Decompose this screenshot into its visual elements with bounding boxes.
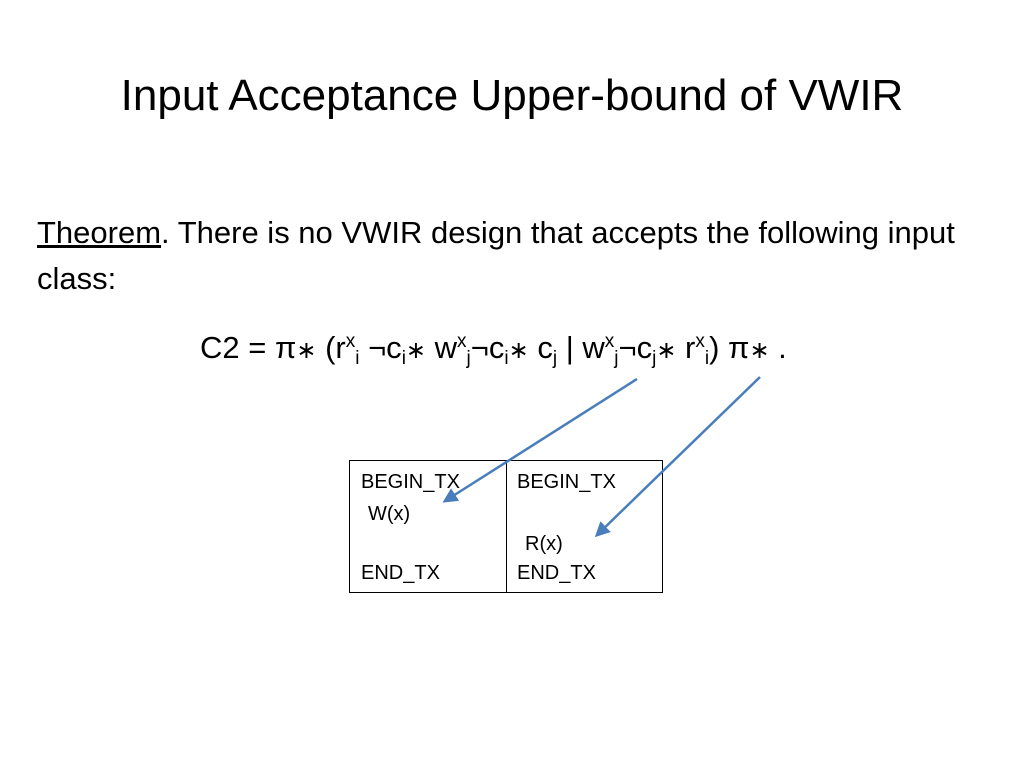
formula-bar: | w (557, 330, 605, 365)
transaction-column-read: BEGIN_TX R(x) END_TX (506, 461, 662, 592)
formula-sub: i (704, 348, 710, 369)
formula-c2: C2 = π∗ (rxi ¬ci∗ wxj¬ci∗ cj | wxj¬cj∗ r… (200, 325, 787, 374)
slide-title: Input Acceptance Upper-bound of VWIR (120, 71, 904, 120)
formula-sub: j (614, 348, 619, 369)
formula-neg-c: ¬c (359, 330, 402, 365)
formula-sub: j (652, 348, 657, 369)
kleene-star: ∗ (749, 337, 770, 364)
kleene-star: ∗ (508, 337, 529, 364)
theorem-label: Theorem (37, 215, 162, 250)
formula-end: . (769, 330, 787, 365)
theorem-statement: Theorem. There is no VWIR design that ac… (37, 210, 987, 302)
begin-tx-label: BEGIN_TX (517, 471, 616, 493)
formula-sub: j (552, 348, 558, 369)
formula-w: w (426, 330, 458, 365)
formula-open: (r (316, 330, 346, 365)
formula-prefix: C2 = π (200, 330, 297, 365)
formula-close: ) π (709, 330, 750, 365)
formula-sup: x (604, 331, 615, 352)
formula-sup: x (457, 331, 467, 352)
write-op-label: W(x) (368, 503, 411, 525)
read-op-label: R(x) (525, 533, 563, 555)
begin-tx-label: BEGIN_TX (361, 471, 460, 493)
formula-neg-c: ¬c (470, 330, 505, 365)
formula-sub: i (401, 348, 406, 369)
formula-sub: i (504, 348, 509, 369)
kleene-star: ∗ (656, 337, 677, 364)
formula-sup: x (695, 331, 705, 352)
formula-sub: j (466, 348, 471, 369)
transaction-table: BEGIN_TX W(x) END_TX BEGIN_TX R(x) END_T… (349, 460, 663, 593)
formula-sub: i (355, 348, 360, 369)
kleene-star: ∗ (405, 337, 427, 364)
end-tx-label: END_TX (517, 562, 596, 584)
kleene-star: ∗ (296, 337, 317, 364)
transaction-column-write: BEGIN_TX W(x) END_TX (350, 461, 506, 592)
formula-r: r (676, 330, 696, 365)
end-tx-label: END_TX (361, 562, 440, 584)
theorem-text: . There is no VWIR design that accepts t… (37, 215, 955, 296)
formula-neg-c: ¬c (618, 330, 653, 365)
formula-c: c (528, 330, 553, 365)
formula-sup: x (345, 331, 356, 352)
